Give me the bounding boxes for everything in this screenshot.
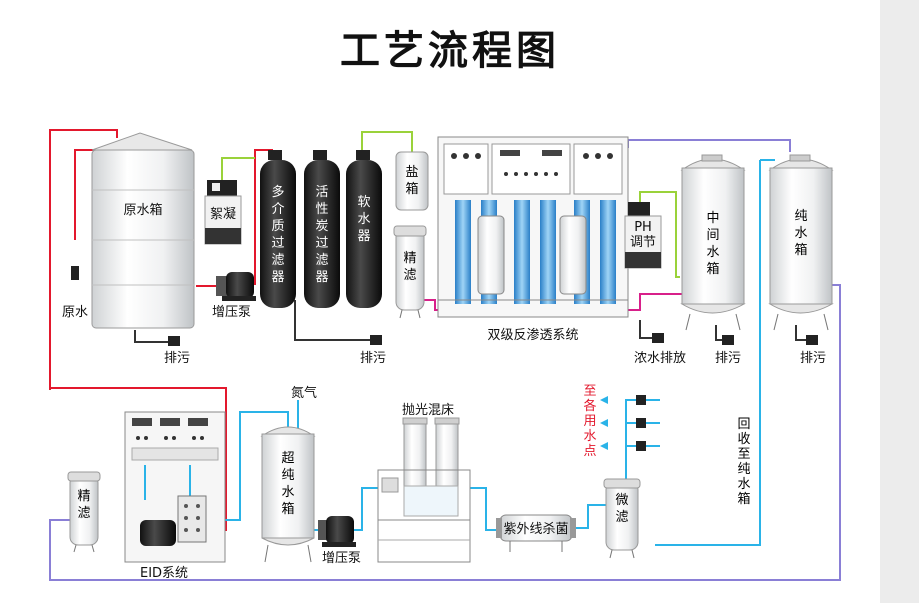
concentrate-valve-icon (652, 333, 664, 343)
right-edge-strip (880, 0, 919, 603)
polishing-mixed-bed (377, 417, 471, 563)
booster-pump-1 (216, 272, 256, 301)
softener-label: 软水器 (357, 195, 370, 244)
ro-system (437, 136, 629, 318)
drain-label-1: 排污 (164, 351, 190, 366)
pipe-blue-pump-to-bed (354, 487, 378, 531)
booster-pump-2 (318, 516, 356, 547)
precision-filter-2 (67, 471, 101, 553)
pipe-green-ph (639, 191, 680, 278)
polishing-bed-label: 抛光混床 (402, 403, 454, 418)
pure-tank-label: 纯水箱 (794, 209, 807, 258)
multi-media-filter (260, 150, 296, 308)
salt-tank-label: 盐箱 (405, 165, 418, 197)
ultra-pure-tank-label: 超纯水箱 (281, 451, 294, 517)
pipe-blue-return (655, 160, 761, 546)
pipe-green-flocculant (221, 157, 255, 182)
raw-tank-label: 原水箱 (123, 202, 162, 218)
raw-water-label: 原水 (62, 305, 88, 320)
pipe-blue-micro-to-points (625, 399, 660, 480)
precision-filter-label-2: 精滤 (77, 489, 90, 521)
intermediate-tank-label: 中间水箱 (706, 211, 719, 277)
water-softener (346, 150, 382, 308)
pure-water-tank (768, 154, 834, 331)
concentrate-drain-label: 浓水排放 (634, 351, 686, 366)
pipe-blue-eid-to-tank (200, 411, 289, 521)
drain-label-3: 排污 (715, 351, 741, 366)
drain-valve-4-icon (806, 335, 818, 345)
raw-water-valve-icon (71, 266, 79, 280)
ultra-pure-water-tank (260, 426, 316, 563)
carbon-filter-label: 活性炭过滤器 (315, 185, 328, 285)
drain-label-4: 排污 (800, 351, 826, 366)
ph-label: PH (634, 220, 652, 235)
precision-filter-label-1: 精滤 (403, 251, 416, 283)
pipe-blue-bed-to-uv (470, 487, 500, 531)
drain-valve-2-icon (370, 335, 382, 345)
uv-sterilizer-label: 紫外线杀菌 (503, 522, 568, 537)
flocculant-doser (204, 180, 242, 245)
flocculant-label: 絮凝 (210, 206, 236, 222)
salt-tank (395, 151, 429, 211)
pipe-green-salt (361, 131, 413, 152)
precision-filter-1 (393, 225, 427, 319)
drain-valve-3-icon (722, 335, 734, 345)
adjust-label: 调节 (630, 235, 656, 250)
return-to-pure-tank-label: 回收至纯水箱 (737, 417, 750, 507)
pipe-drain-ro (639, 320, 655, 339)
booster-pump-label-1: 增压泵 (212, 305, 251, 320)
pipe-raw-water-red (49, 129, 118, 390)
intermediate-water-tank (680, 154, 746, 331)
micro-filter (603, 478, 641, 559)
booster-pump-label-2: 增压泵 (322, 551, 361, 566)
pipe-purple-right (49, 284, 841, 581)
use-points-label: 至各用水点 (583, 384, 596, 459)
pipe-drain-pure (795, 325, 810, 341)
pipe-red-to-raw-tank (74, 149, 95, 240)
page-title: 工艺流程图 (340, 28, 560, 74)
multi-media-filter-label: 多介质过滤器 (271, 184, 284, 285)
pipe-purple-top (627, 139, 791, 152)
eid-system (124, 411, 226, 563)
drain-label-2: 排污 (360, 351, 386, 366)
activated-carbon-filter (304, 150, 340, 308)
ro-system-label: 双级反渗透系统 (487, 328, 578, 343)
pipe-blue-uv-to-micro (572, 504, 606, 529)
nitrogen-label: 氮气 (291, 385, 317, 401)
micro-filter-label: 微滤 (615, 493, 628, 525)
pipe-drain-raw-tank (134, 330, 170, 343)
pipe-drain-filters (294, 300, 372, 341)
raw-water-tank: 原水箱 (91, 132, 195, 329)
drain-valve-icon (168, 336, 180, 346)
use-point-valves (600, 395, 646, 451)
eid-system-label: EID系统 (140, 566, 188, 581)
ph-doser (624, 202, 662, 269)
uv-sterilizer (496, 514, 576, 552)
